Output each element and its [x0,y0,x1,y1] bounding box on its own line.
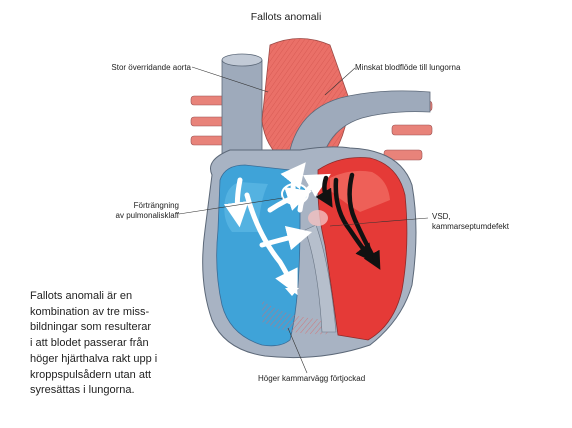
label-aorta: Stor överridande aorta [111,63,191,72]
description-text: Fallots anomali är en kombination av tre… [30,289,180,399]
description-line: kroppspulsådern utan att [30,368,152,381]
label-stenosis-line1: Förträngning [133,201,179,210]
label-vsd-line2: kammarseptumdefekt [432,222,509,231]
description-line: i att blodet passerar från [30,337,149,350]
vsd-opening [308,210,328,226]
description-line: kombination av tre miss- [30,305,150,318]
label-vsd: VSD, kammarseptumdefekt [432,212,509,232]
description-line: höger hjärthalva rakt upp i [30,352,158,365]
label-stenosis: Förträngning av pulmonalisklaff [116,201,179,221]
diagram-title: Fallots anomali [250,11,322,23]
label-pulmonary-flow: Minskat blodflöde till lungorna [355,63,461,72]
leader-lines [178,66,429,374]
description-line: syresättas i lungorna. [30,384,135,397]
description-line: bildningar som resulterar [30,321,152,334]
pulmonary-artery [289,90,431,161]
left-vessel-stubs [190,95,232,146]
label-rv-wall: Höger kammarvägg förtjockad [258,374,366,383]
description-line: Fallots anomali är en [30,290,133,302]
label-vsd-line1: VSD, [432,212,451,221]
rv-wall-thickening [262,300,330,335]
septum [304,224,337,333]
label-stenosis-line2: av pulmonalisklaff [115,211,179,220]
white-flow-arrows [223,162,331,296]
black-flow-arrows [315,172,381,270]
